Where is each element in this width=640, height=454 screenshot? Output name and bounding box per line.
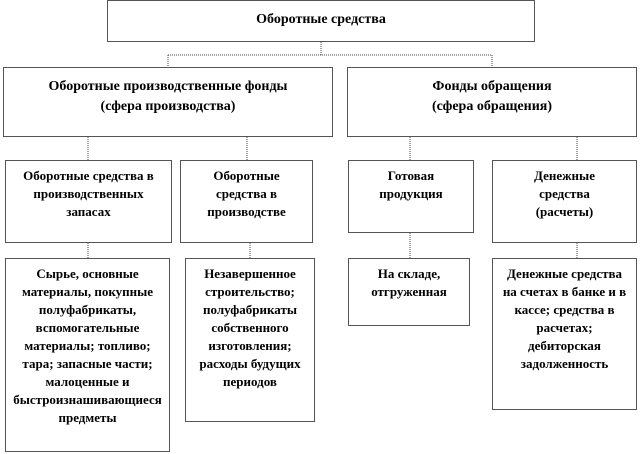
- finished-goods-node: Готовая продукция: [348, 160, 474, 233]
- raw-materials-node: Сырье, основные материалы, покупные полу…: [5, 258, 170, 452]
- cash-node: Денежные средства (расчеты): [492, 160, 637, 243]
- bank-cash-node: Денежные средства на счетах в банке и в …: [492, 258, 637, 410]
- node-subtitle: (сфера производства): [100, 99, 236, 114]
- wip-node: Незавершенное строительство; полуфабрика…: [185, 258, 315, 422]
- production-funds-node: Оборотные производственные фонды (сфера …: [3, 67, 333, 137]
- inventory-node: Оборотные средства в производственных за…: [5, 160, 172, 243]
- in-production-node: Оборотные средства в производстве: [180, 160, 313, 243]
- circulation-funds-node: Фонды обращения (сфера обращения): [347, 67, 637, 137]
- node-subtitle: (сфера обращения): [431, 99, 553, 114]
- node-title: Оборотные производственные фонды: [48, 79, 288, 94]
- node-title: Фонды обращения: [432, 79, 552, 94]
- root-label: Оборотные средства: [256, 12, 386, 27]
- root-node: Оборотные средства: [107, 0, 535, 42]
- warehouse-node: На складе, отгруженная: [348, 258, 470, 326]
